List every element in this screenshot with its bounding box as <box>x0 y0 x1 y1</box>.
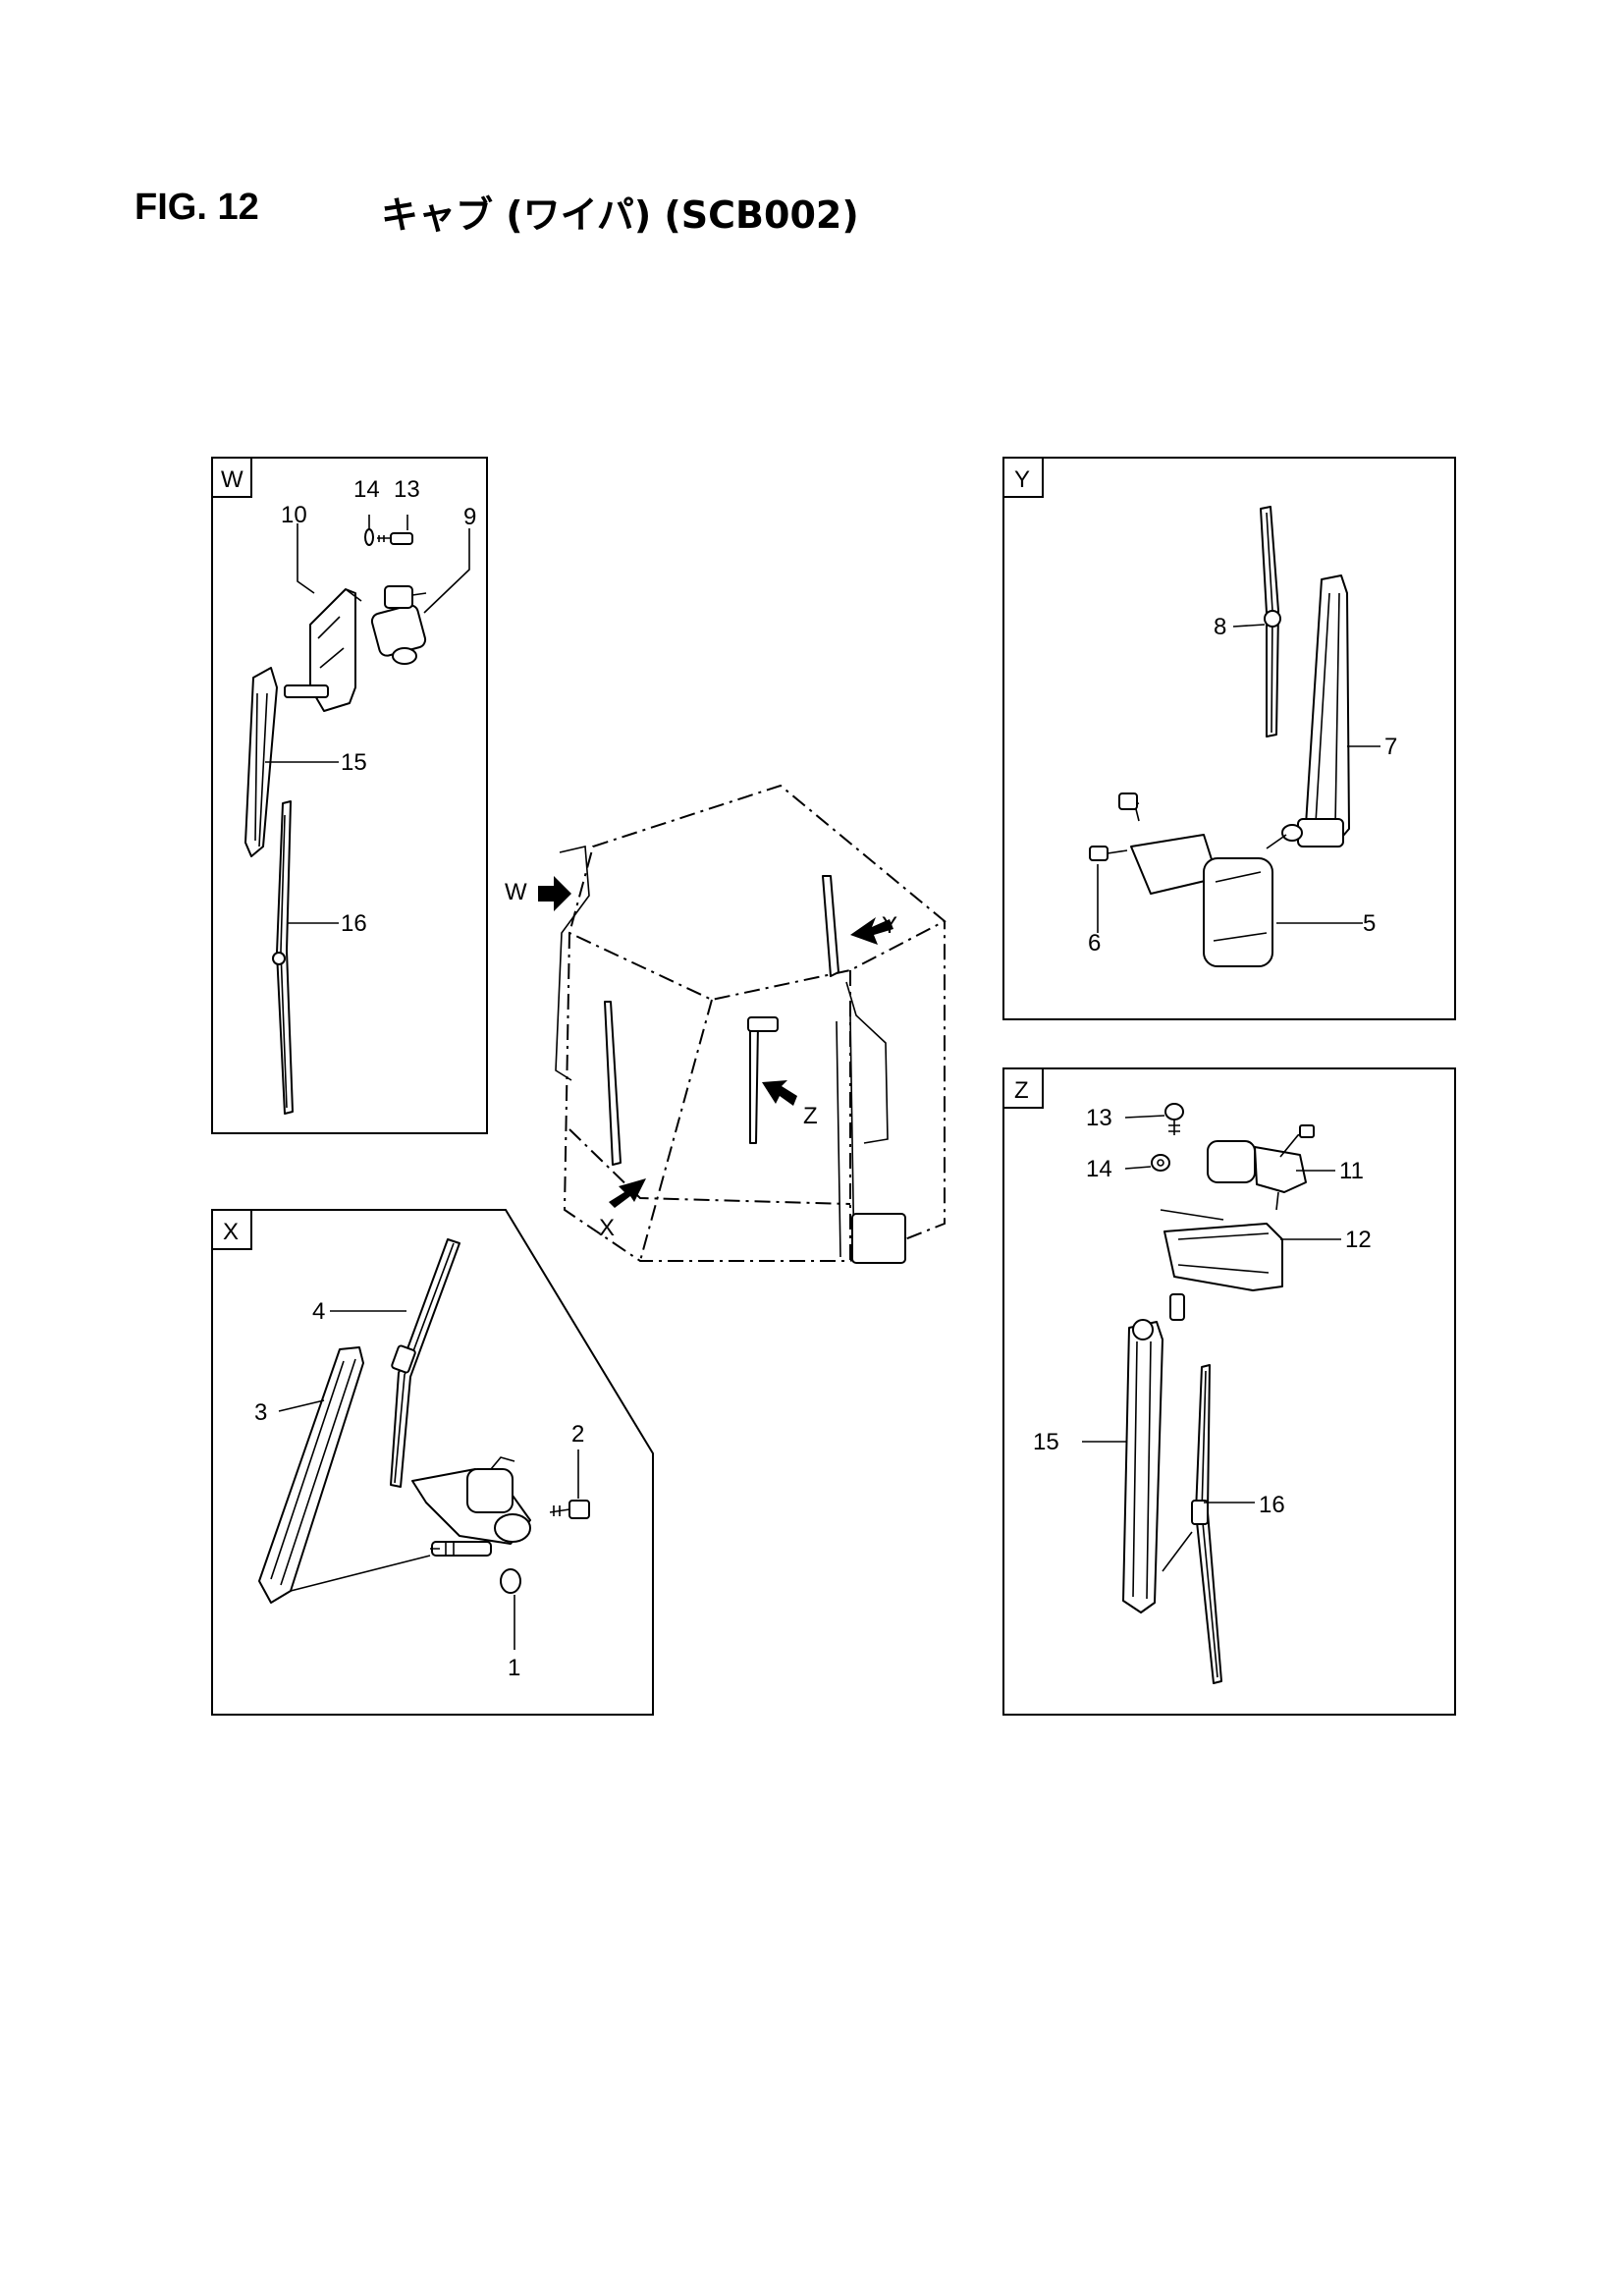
view-y-tag-box <box>1002 457 1044 498</box>
view-w-bracket <box>284 588 362 712</box>
view-w-callout-14: 14 <box>353 476 380 503</box>
view-x-panel: X 4 <box>211 1209 654 1716</box>
view-z-panel: Z <box>1002 1067 1456 1716</box>
cab-step-box <box>851 1213 906 1264</box>
cab-wiper-z-motor <box>747 1016 779 1032</box>
view-x-wiper-blade <box>390 1238 460 1488</box>
view-x-callout-4: 4 <box>312 1298 325 1325</box>
view-w-label: W <box>221 466 243 493</box>
cab-arrow-y <box>850 917 893 945</box>
view-y-wiper-arm <box>1281 574 1350 847</box>
view-w-wiper-blade <box>272 800 294 1115</box>
view-y-callout-7: 7 <box>1384 734 1397 760</box>
view-w-callout-10: 10 <box>281 502 307 528</box>
view-z-label: Z <box>1014 1077 1029 1104</box>
cab-wiper-z <box>749 1024 759 1144</box>
view-x-tag-box <box>211 1209 252 1250</box>
view-z-tag-box <box>1002 1067 1044 1109</box>
view-w-bolt <box>377 532 413 545</box>
view-w-frame <box>211 457 488 1134</box>
view-w-callout-15: 15 <box>341 749 367 776</box>
cab-arrow-w-label: W <box>505 879 527 905</box>
view-z-frame <box>1002 1067 1456 1716</box>
cab-arrow-y-label: Y <box>882 912 897 939</box>
view-x-frame <box>211 1209 654 1716</box>
view-x-wiper-motor <box>411 1456 531 1594</box>
view-z-bolt <box>1164 1103 1184 1135</box>
view-y-callout-8: 8 <box>1214 614 1226 640</box>
view-z-callout-15: 15 <box>1033 1429 1059 1455</box>
view-y-label: Y <box>1014 466 1030 493</box>
view-y-wiper-blade <box>1260 506 1281 738</box>
cab-arrow-z <box>762 1080 797 1106</box>
figure-title: キャブ (ワイパ) (SCB002) <box>381 193 859 237</box>
view-z-callout-14: 14 <box>1086 1156 1112 1182</box>
view-z-callout-12: 12 <box>1345 1227 1372 1253</box>
view-z-callout-16: 16 <box>1259 1492 1285 1518</box>
view-w-panel: W <box>211 457 488 1134</box>
view-z-callout-13: 13 <box>1086 1105 1112 1131</box>
view-x-callout-1: 1 <box>508 1655 520 1681</box>
view-x-wiper-arm <box>258 1346 431 1604</box>
cab-arrow-w <box>538 876 571 911</box>
view-w-callout-9: 9 <box>463 504 476 530</box>
view-y-callout-5: 5 <box>1363 910 1376 937</box>
cab-rear-frame <box>555 846 590 1081</box>
cab-side-frame <box>845 981 889 1144</box>
view-z-wiper-blade <box>1162 1364 1222 1684</box>
view-y-panel: Y 8 <box>1002 457 1456 1020</box>
view-x-callout-3: 3 <box>254 1399 267 1426</box>
cab-overview: W Y Z X <box>505 784 947 1264</box>
view-y-callout-6: 6 <box>1088 930 1101 957</box>
cab-front-pillar <box>639 999 713 1262</box>
view-x-bolt <box>549 1500 590 1519</box>
cab-arrow-x-label: X <box>599 1215 615 1241</box>
view-y-bolt <box>1089 846 1128 861</box>
figure-number: FIG. 12 <box>135 187 259 228</box>
view-z-washer <box>1151 1154 1170 1172</box>
cab-belt-line <box>568 1128 851 1205</box>
view-w-tag-box <box>211 457 252 498</box>
view-w-washer <box>364 528 374 546</box>
cab-wiper-x <box>604 1001 622 1166</box>
view-y-frame <box>1002 457 1456 1020</box>
view-z-bracket <box>1160 1209 1283 1321</box>
cab-wiper-y <box>822 875 839 977</box>
view-w-callout-16: 16 <box>341 910 367 937</box>
view-x-callout-2: 2 <box>571 1421 584 1448</box>
view-z-wiper-motor <box>1207 1124 1315 1211</box>
cab-roof-outline <box>568 784 947 1002</box>
view-z-wiper-arm <box>1122 1319 1163 1613</box>
view-x-label: X <box>223 1219 239 1245</box>
view-y-wiper-motor <box>1118 793 1287 967</box>
cab-arrow-x <box>609 1178 646 1208</box>
view-w-callout-13: 13 <box>394 476 420 503</box>
view-z-callout-11: 11 <box>1339 1158 1364 1184</box>
cab-arrow-z-label: Z <box>803 1103 818 1129</box>
view-w-wiper-motor <box>370 585 427 665</box>
view-w-wiper-arm <box>244 667 278 857</box>
